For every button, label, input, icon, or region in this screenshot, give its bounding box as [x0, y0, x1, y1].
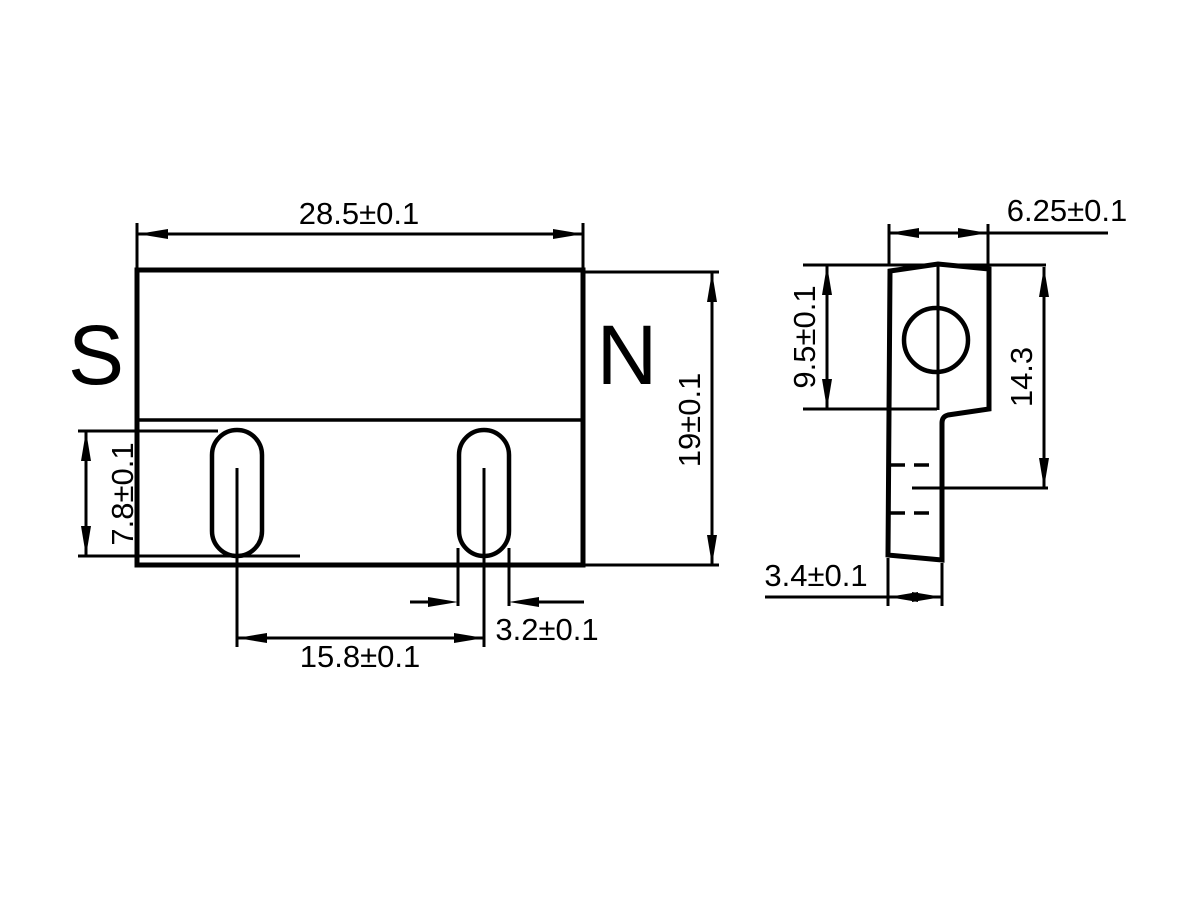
slot-center-dimension-label: 14.3	[1004, 347, 1039, 407]
side-profile-outline	[885, 261, 992, 563]
slot-center-arrow-bottom	[1039, 458, 1049, 488]
width-dimension: 28.5±0.1	[135, 196, 585, 268]
magnet-body-outline	[134, 267, 586, 568]
depth-dimension-label: 6.25±0.1	[1007, 193, 1127, 228]
slot-width-arrow-left	[428, 597, 458, 607]
upper-height-dimension: 9.5±0.1	[787, 265, 937, 411]
slot-spacing-arrow-left	[237, 633, 267, 643]
slot-width-dimension-label: 3.2±0.1	[495, 612, 598, 647]
upper-height-arrow-bottom	[822, 379, 832, 409]
width-arrow-right	[553, 229, 583, 239]
depth-arrow-left	[889, 228, 919, 238]
width-dimension-label: 28.5±0.1	[299, 196, 419, 231]
leg-thickness-dimension: 3.4±0.1	[764, 558, 944, 606]
slot-spacing-dimension-label: 15.8±0.1	[300, 639, 420, 674]
leg-thickness-arrow-right	[912, 592, 942, 602]
slot-center-arrow-top	[1039, 267, 1049, 297]
height-dimension: 19±0.1	[585, 270, 719, 567]
slot-spacing-arrow-right	[454, 633, 484, 643]
depth-dimension: 6.25±0.1	[887, 193, 1127, 268]
leg-thickness-arrow-left	[888, 592, 918, 602]
slot-length-dimension-label: 7.8±0.1	[105, 442, 140, 545]
side-view: 6.25±0.1 9.5±0.1 14.3 3.4±0.1	[764, 193, 1127, 606]
slot-spacing-dimension: 15.8±0.1	[237, 633, 484, 674]
right-slot-outline	[456, 427, 512, 559]
upper-height-dimension-label: 9.5±0.1	[787, 285, 822, 388]
pole-s-label: S	[68, 308, 124, 402]
slot-width-arrow-right	[509, 597, 539, 607]
slot-length-arrow-top	[81, 431, 91, 461]
height-arrow-top	[707, 272, 717, 302]
slot-width-dimension: 3.2±0.1	[410, 548, 599, 647]
sensor-hole	[901, 305, 971, 375]
pole-n-label: N	[597, 308, 658, 402]
front-view: S N 28.5±0.1 19±0.1 7.8±0.1	[68, 196, 719, 674]
upper-height-arrow-top	[822, 265, 832, 295]
leg-thickness-dimension-label: 3.4±0.1	[764, 558, 867, 593]
slot-center-dimension: 14.3	[912, 267, 1049, 490]
height-arrow-bottom	[707, 535, 717, 565]
height-dimension-label: 19±0.1	[672, 373, 707, 468]
depth-arrow-right	[958, 228, 988, 238]
slot-length-arrow-bottom	[81, 526, 91, 556]
slot-length-dimension: 7.8±0.1	[78, 429, 300, 558]
left-slot-outline	[209, 427, 265, 559]
width-arrow-left	[138, 229, 168, 239]
